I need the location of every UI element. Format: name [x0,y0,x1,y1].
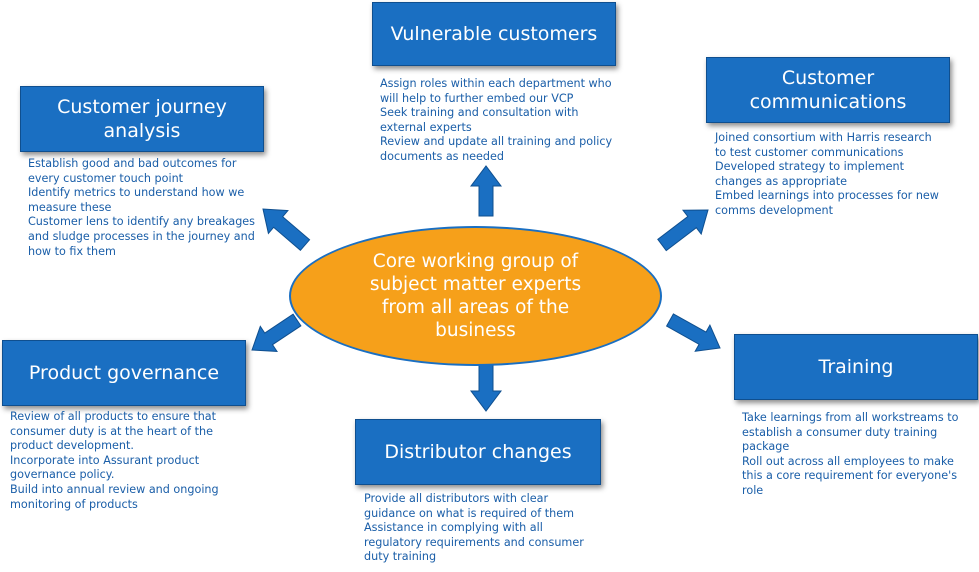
description-line: measure these [28,200,112,214]
vulnerable-customers-title: Vulnerable customers [390,23,598,45]
description-line: Customer lens to identify any breakages [28,215,256,229]
description-line: Identify metrics to understand how we [28,186,245,200]
arrow-to-distributor-changes-icon [470,361,502,412]
product-governance-title: Product governance [28,362,220,384]
description-line: Roll out across all employees to make [742,454,954,468]
description-line: governance policy. [10,468,115,482]
description-line: external experts [380,120,472,134]
description-line: and sludge processes in the journey and [28,229,255,243]
description-line: role [742,483,764,497]
product-governance-description: Review of all products to ensure that co… [10,410,219,512]
customer-journey-analysis-title: Customer journey analysis [57,96,227,142]
description-line: Review of all products to ensure that [10,410,217,423]
core-working-group-text: Core working group of subject matter exp… [369,251,582,341]
customer-communications-description: Joined consortium with Harris research t… [715,131,939,219]
description-line: regulatory requirements and consumer [364,535,584,549]
description-line: Assign roles within each department who [380,77,612,90]
description-line: establish a consumer duty training [742,425,938,439]
description-line: will help to further embed our VCP [380,91,574,105]
description-line: Provide all distributors with clear [364,492,549,505]
training-title: Training [818,356,894,378]
description-line: Developed strategy to implement [715,160,904,174]
description-line: Review and update all training and polic… [380,135,613,149]
description-line: Take learnings from all workstreams to [742,411,959,424]
training-box: Training [734,334,978,400]
core-working-group-ellipse: Core working group of subject matter exp… [289,226,662,366]
arrow-to-training-icon [665,313,721,352]
description-line: Seek training and consultation with [380,106,579,120]
vulnerable-customers-description: Assign roles within each department who … [380,77,612,165]
description-line: how to fix them [28,244,116,258]
description-line: comms development [715,203,833,217]
description-line: guidance on what is required of them [364,506,574,520]
description-line: documents as needed [380,149,505,163]
description-line: this a core requirement for everyone's [742,469,958,483]
description-line: Establish good and bad outcomes for [28,157,237,170]
arrow-to-customer-journey-icon [262,208,311,252]
distributor-changes-description: Provide all distributors with clear guid… [364,492,584,565]
description-line: monitoring of products [10,497,138,511]
description-line: Incorporate into Assurant product [10,453,200,467]
description-line: Joined consortium with Harris research [715,131,932,144]
product-governance-box: Product governance [2,340,246,406]
description-line: Assistance in complying with all [364,521,543,535]
description-line: changes as appropriate [715,174,847,188]
customer-journey-analysis-box: Customer journey analysis [20,86,264,152]
arrow-to-vulnerable-customers-icon [470,165,502,217]
vulnerable-customers-box: Vulnerable customers [372,2,616,66]
arrow-to-customer-communications-icon [657,209,709,252]
description-line: duty training [364,550,437,564]
customer-communications-title: Customer communications [749,67,907,113]
description-line: Embed learnings into processes for new [715,189,939,203]
description-line: consumer duty is at the heart of the [10,424,213,438]
arrow-to-product-governance-icon [251,313,302,352]
customer-journey-analysis-description: Establish good and bad outcomes for ever… [28,157,255,259]
distributor-changes-title: Distributor changes [384,441,572,463]
description-line: package [742,440,790,454]
customer-communications-box: Customer communications [706,57,950,123]
training-description: Take learnings from all workstreams to e… [742,411,959,499]
description-line: to test customer communications [715,145,904,159]
description-line: every customer touch point [28,171,184,185]
description-line: product development. [10,439,134,453]
distributor-changes-box: Distributor changes [355,419,601,485]
description-line: Build into annual review and ongoing [10,482,219,496]
